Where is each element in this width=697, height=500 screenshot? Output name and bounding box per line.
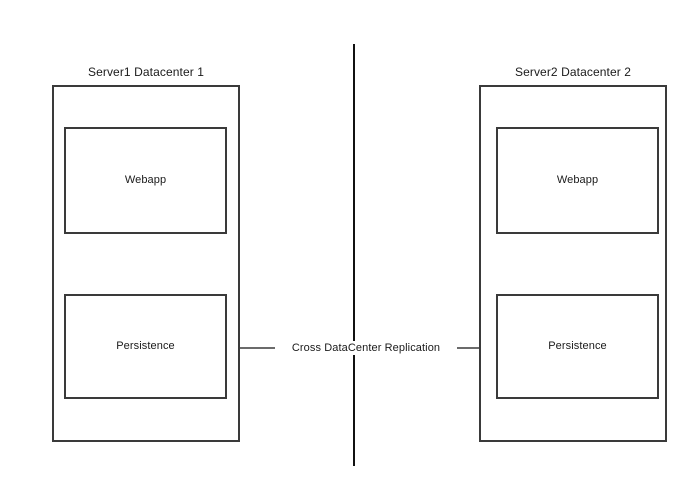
datacenter-1-persistence-label: Persistence [116, 340, 175, 352]
datacenter-2-webapp-label: Webapp [556, 174, 599, 186]
datacenter-1-persistence-box: Persistence [64, 294, 227, 399]
datacenter-2-title: Server2 Datacenter 2 [514, 65, 632, 79]
datacenter-boundary-line [353, 44, 355, 466]
datacenter-2-webapp-box: Webapp [496, 127, 659, 234]
datacenter-2-persistence-box: Persistence [496, 294, 659, 399]
datacenter-1-title: Server1 Datacenter 1 [87, 65, 205, 79]
datacenter-2-persistence-label: Persistence [548, 340, 607, 352]
datacenter-1-webapp-box: Webapp [64, 127, 227, 234]
replication-connector-label: Cross DataCenter Replication [275, 341, 457, 355]
datacenter-1-webapp-label: Webapp [124, 174, 167, 186]
